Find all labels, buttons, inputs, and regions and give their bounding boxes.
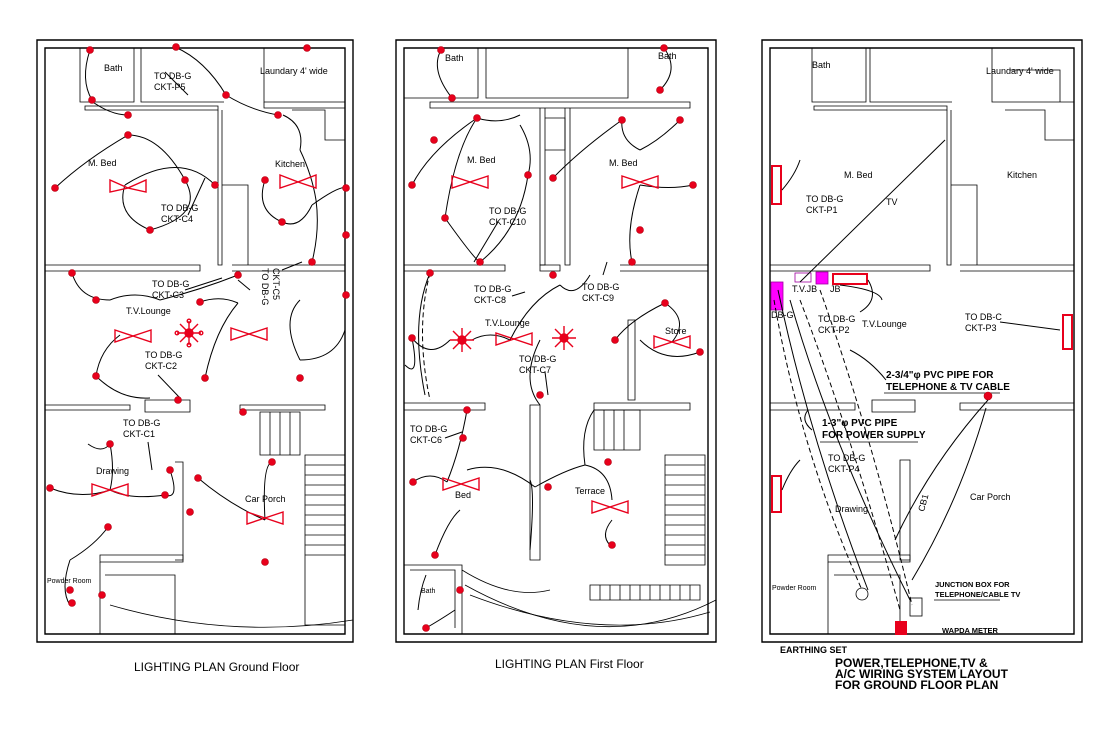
jb-icon — [815, 271, 829, 285]
room-label-tv-lounge: T.V.Lounge — [485, 318, 530, 328]
db-g-panel-icon — [770, 281, 784, 311]
room-label-master-bed-1: M. Bed — [467, 155, 496, 165]
power-layout-title: POWER,TELEPHONE,TV &A/C WIRING SYSTEM LA… — [835, 656, 1009, 692]
room-label-bath: Bath — [812, 60, 831, 70]
jb-label: JB — [830, 284, 841, 294]
room-label-car-porch: Car Porch — [970, 492, 1011, 502]
wapda-meter-icon — [895, 621, 907, 635]
circuit-label-c5: TO DB-GCKT-C5 — [260, 268, 281, 305]
room-label-kitchen: Kitchen — [1007, 170, 1037, 180]
room-label-car-porch: Car Porch — [245, 494, 286, 504]
tv-jb-label: T.V.JB — [792, 284, 817, 294]
junction-box-icon — [909, 597, 923, 617]
room-label-powder-room: Powder Room — [772, 585, 817, 592]
room-label-master-bed-2: M. Bed — [609, 158, 638, 168]
cb1-label: CB1 — [916, 493, 930, 513]
room-label-bath-3: Bath — [421, 588, 436, 595]
power-wiring-layout-plan: Bath Laundary 4' wide M. Bed Kitchen T.V… — [761, 39, 1083, 692]
room-label-kitchen: Kitchen — [275, 159, 305, 169]
room-label-master-bed: M. Bed — [844, 170, 873, 180]
socket-icon — [771, 165, 782, 205]
room-label-tv-lounge: T.V.Lounge — [126, 306, 171, 316]
chandelier-icon — [174, 318, 204, 348]
room-label-drawing: Drawing — [835, 504, 868, 514]
socket-icon — [771, 475, 782, 513]
first-floor-plan-title: LIGHTING PLAN First Floor — [495, 657, 644, 671]
room-label-bath: Bath — [104, 63, 123, 73]
room-label-bed: Bed — [455, 490, 471, 500]
earthing-set-icon — [855, 587, 869, 601]
room-label-tv-lounge: T.V.Lounge — [862, 319, 907, 329]
room-label-bath-2: Bath — [658, 51, 677, 61]
earthing-set-label: EARTHING SET — [780, 645, 848, 655]
first-floor-lighting-plan: Bath Bath M. Bed M. Bed T.V.Lounge Store… — [395, 39, 717, 671]
wapda-meter-label: WAPDA METER — [942, 626, 999, 635]
socket-icon — [832, 273, 868, 285]
room-label-laundry: Laundary 4' wide — [260, 66, 328, 76]
room-label-master-bed: M. Bed — [88, 158, 117, 168]
room-label-store: Store — [665, 326, 687, 336]
room-label-bath-1: Bath — [445, 53, 464, 63]
room-label-laundry: Laundary 4' wide — [986, 66, 1054, 76]
db-g-label: DB-G — [771, 310, 794, 320]
tv-label: TV — [886, 197, 898, 207]
ground-floor-plan-title: LIGHTING PLAN Ground Floor — [134, 660, 299, 674]
socket-icon — [1062, 314, 1073, 350]
room-label-powder-room: Powder Room — [47, 578, 92, 585]
chandelier-icon — [450, 326, 576, 352]
ground-floor-lighting-plan: Bath Laundary 4' wide M. Bed Kitchen T.V… — [36, 39, 354, 674]
tv-jb-icon — [794, 272, 812, 283]
room-label-terrace: Terrace — [575, 486, 605, 496]
